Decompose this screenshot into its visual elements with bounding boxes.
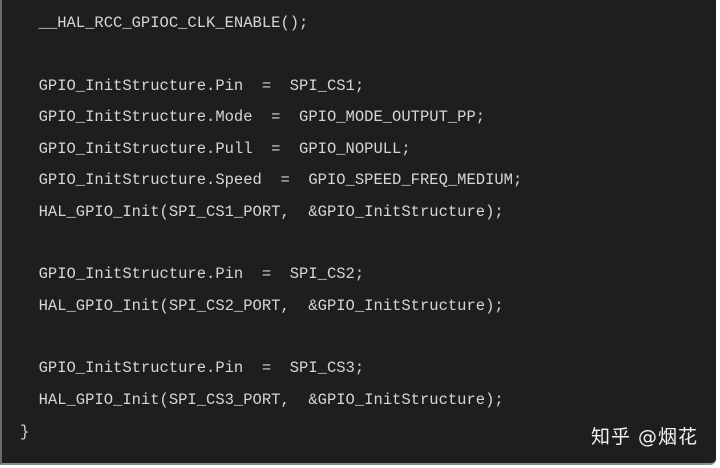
code-line: HAL_GPIO_Init(SPI_CS2_PORT, &GPIO_InitSt…	[20, 297, 504, 315]
code-line: GPIO_InitStructure.Pin = SPI_CS3;	[20, 359, 365, 377]
code-line: GPIO_InitStructure.Speed = GPIO_SPEED_FR…	[20, 171, 523, 189]
code-line: GPIO_InitStructure.Mode = GPIO_MODE_OUTP…	[20, 108, 486, 126]
code-line: __HAL_RCC_GPIOC_CLK_ENABLE();	[20, 14, 309, 32]
code-line: GPIO_InitStructure.Pull = GPIO_NOPULL;	[20, 140, 411, 158]
code-line: GPIO_InitStructure.Pin = SPI_CS1;	[20, 77, 365, 95]
code-line: GPIO_InitStructure.Pin = SPI_CS2;	[20, 265, 365, 283]
zhihu-watermark: 知乎 @烟花	[590, 426, 698, 448]
code-line: HAL_GPIO_Init(SPI_CS1_PORT, &GPIO_InitSt…	[20, 203, 504, 221]
code-line: }	[20, 423, 30, 441]
code-line: HAL_GPIO_Init(SPI_CS3_PORT, &GPIO_InitSt…	[20, 391, 504, 409]
